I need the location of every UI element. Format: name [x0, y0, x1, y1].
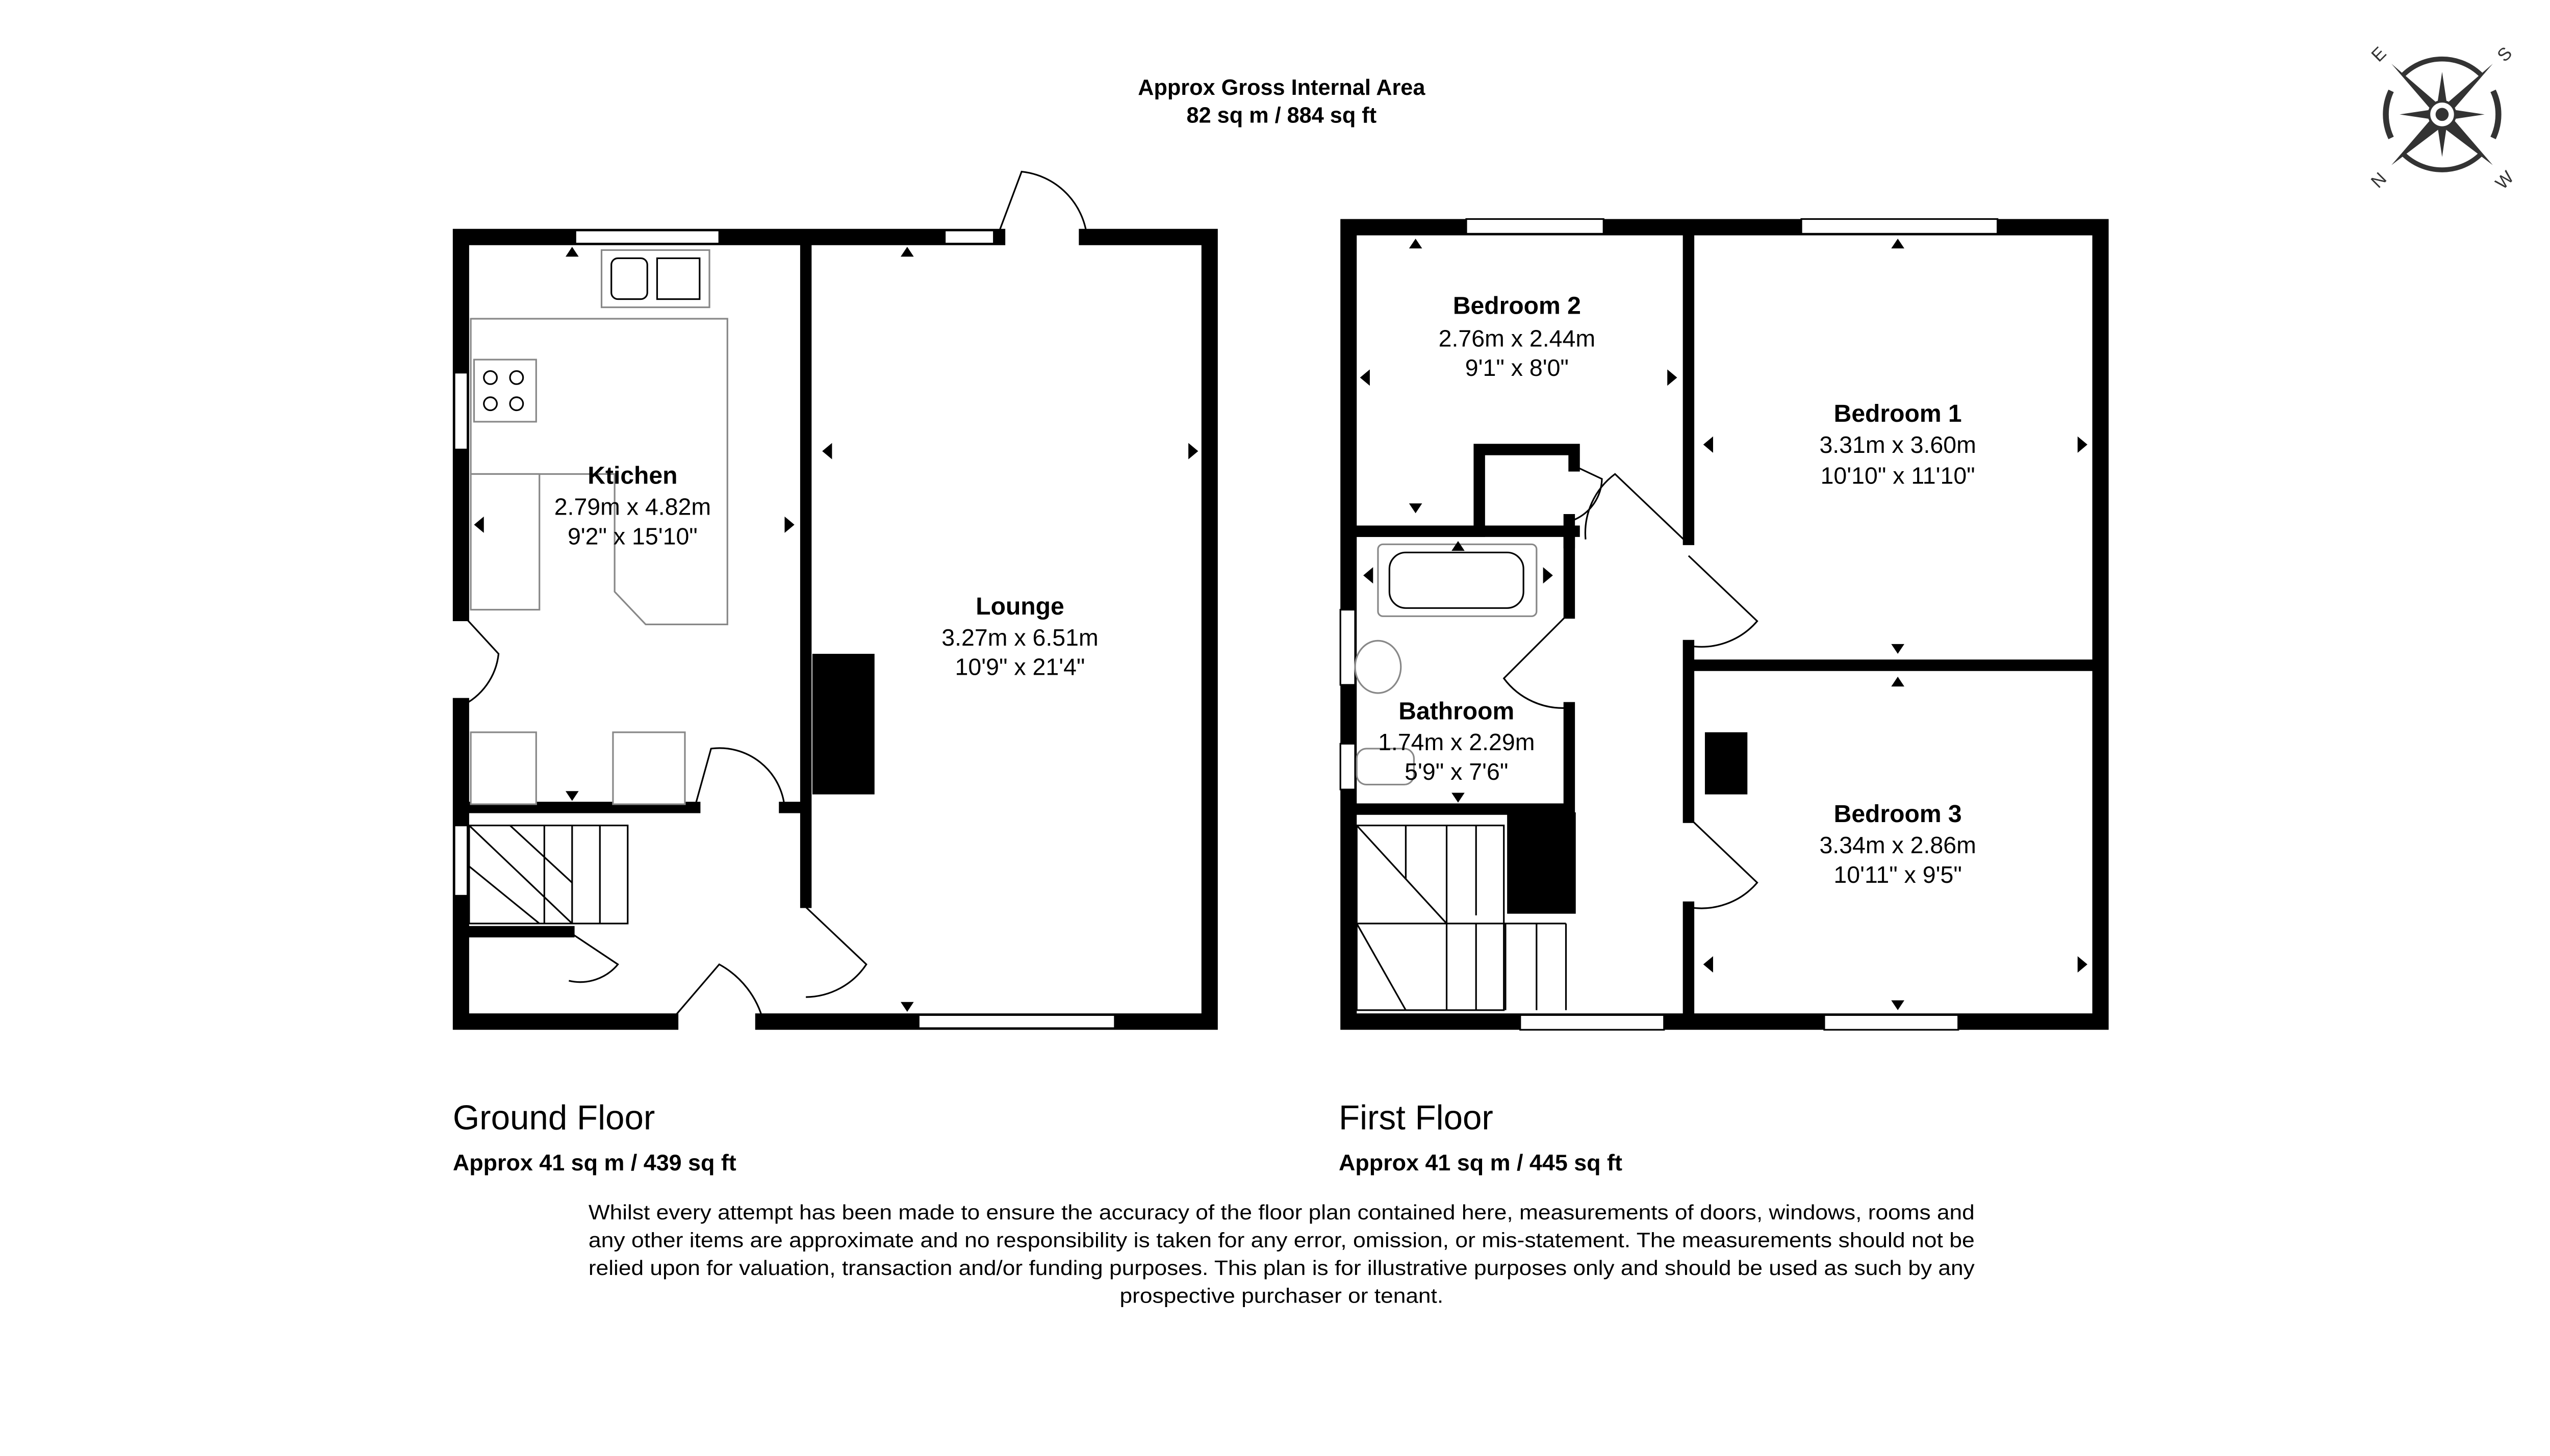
compass-label-w: W — [2492, 167, 2518, 193]
room-name-bedroom-2: Bedroom 2 — [1453, 292, 1581, 319]
landing-window — [1519, 1014, 1665, 1031]
cupboard-door[interactable] — [1573, 465, 1603, 521]
chimney-breast — [1704, 732, 1748, 795]
lounge-rear-window — [944, 229, 995, 245]
toilet-icon — [1356, 748, 1415, 786]
bathroom-door[interactable] — [1502, 612, 1570, 709]
room-metric-bedroom-1: 3.31m x 3.60m — [1819, 431, 1976, 458]
compass-label-e: E — [2367, 43, 2390, 66]
room-imperial-bedroom-1: 10'10" x 11'10" — [1821, 463, 1975, 489]
first-floor-area: Approx 41 sq m / 445 sq ft — [1339, 1150, 1622, 1176]
header-title: Approx Gross Internal Area — [1138, 75, 1425, 100]
front-door[interactable] — [669, 963, 764, 1023]
hob-icon — [473, 359, 537, 423]
room-imperial-lounge: 10'9" x 21'4" — [955, 654, 1085, 680]
disclaimer: Whilst every attempt has been made to en… — [589, 1200, 1975, 1307]
room-imperial-bathroom: 5'9" x 7'6" — [1405, 758, 1508, 785]
room-imperial-kitchen: 9'2" x 15'10" — [568, 523, 698, 549]
disclaimer-line: any other items are approximate and no r… — [589, 1229, 1975, 1252]
disclaimer-line: relied upon for valuation, transaction a… — [589, 1256, 1975, 1280]
ground-floor-title: Ground Floor — [453, 1099, 655, 1137]
bathroom-window-2 — [1339, 743, 1356, 790]
room-name-lounge: Lounge — [976, 593, 1064, 620]
kitchen-counter — [470, 473, 541, 611]
bedroom-2-window — [1465, 218, 1604, 235]
bedroom-3-window — [1823, 1014, 1959, 1031]
room-name-kitchen: Ktichen — [588, 462, 677, 490]
room-metric-bathroom: 1.74m x 2.29m — [1378, 729, 1535, 755]
compass-label-s: S — [2493, 43, 2516, 66]
floor-plan: Approx Gross Internal Area 82 sq m / 884… — [452, 43, 2518, 1308]
disclaimer-line: Whilst every attempt has been made to en… — [589, 1200, 1975, 1224]
compass-label-n: N — [2367, 169, 2391, 192]
room-imperial-bedroom-2: 9'1" x 8'0" — [1465, 354, 1569, 381]
ground-floor-plan: Ktichen 2.79m x 4.82m 9'2" x 15'10" Loun… — [452, 170, 1218, 1030]
room-name-bedroom-1: Bedroom 1 — [1834, 400, 1962, 427]
kitchen-side-window — [453, 372, 469, 451]
disclaimer-line: prospective purchaser or tenant. — [1120, 1284, 1444, 1307]
room-imperial-bedroom-3: 10'11" x 9'5" — [1833, 861, 1961, 888]
room-name-bedroom-3: Bedroom 3 — [1834, 800, 1962, 828]
kitchen-window — [574, 229, 720, 245]
chimney-breast — [812, 654, 875, 795]
cupboard-door[interactable] — [568, 931, 619, 983]
airing-cupboard — [1507, 812, 1576, 914]
first-floor-stairs — [1356, 824, 1567, 1011]
header-area: 82 sq m / 884 sq ft — [1187, 103, 1377, 127]
sink-icon — [600, 249, 710, 309]
dimension-arrows — [1360, 238, 2087, 1010]
appliance — [612, 731, 686, 805]
bath-icon — [1377, 543, 1538, 617]
appliance — [470, 731, 537, 805]
first-floor-title: First Floor — [1339, 1099, 1493, 1137]
first-floor-plan: Bedroom 2 2.76m x 2.44m 9'1" x 8'0" Bedr… — [1339, 218, 2109, 1031]
kitchen-side-door[interactable] — [460, 612, 500, 707]
room-metric-kitchen: 2.79m x 4.82m — [554, 494, 711, 520]
bedroom-2-door[interactable] — [1584, 473, 1685, 540]
bedroom-1-door[interactable] — [1688, 555, 1758, 648]
room-metric-bedroom-2: 2.76m x 2.44m — [1439, 325, 1595, 351]
kitchen-door[interactable] — [694, 747, 786, 808]
compass-rose-icon: E S N W — [2367, 43, 2518, 193]
lounge-door[interactable] — [805, 906, 868, 998]
ground-floor-area: Approx 41 sq m / 439 sq ft — [453, 1150, 736, 1176]
room-metric-bedroom-3: 3.34m x 2.86m — [1819, 832, 1976, 858]
basin-icon — [1354, 640, 1402, 694]
bedroom-3-door[interactable] — [1688, 816, 1758, 909]
room-name-bathroom: Bathroom — [1398, 697, 1514, 725]
room-metric-lounge: 3.27m x 6.51m — [941, 624, 1098, 651]
lounge-rear-door[interactable] — [996, 170, 1088, 238]
stair-window — [453, 824, 469, 897]
bedroom-1-window — [1800, 218, 1999, 235]
lounge-front-window — [917, 1014, 1116, 1029]
gross-area-header: Approx Gross Internal Area 82 sq m / 884… — [1138, 75, 1425, 127]
ground-stairs — [468, 824, 629, 925]
bathroom-window — [1339, 608, 1356, 686]
dimension-arrows — [474, 246, 1198, 1012]
